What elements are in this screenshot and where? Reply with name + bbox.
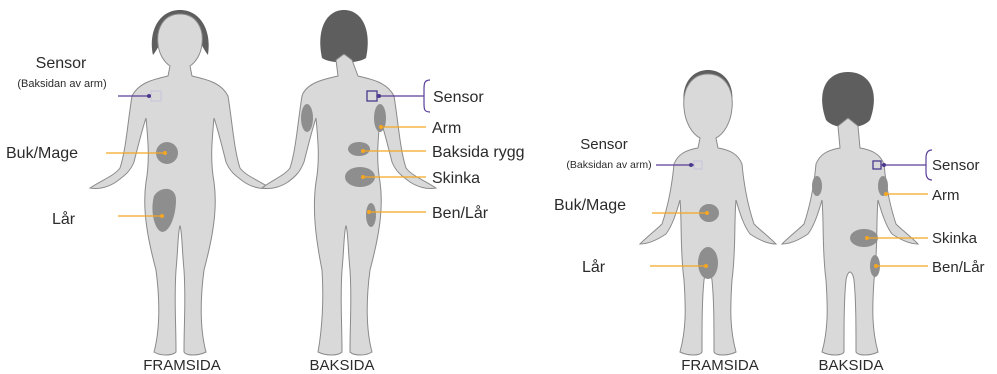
adult-front-abdomen-dot xyxy=(163,151,167,155)
child-front-abdomen-dot xyxy=(705,211,709,215)
adult-front-thigh-dot xyxy=(160,214,164,218)
adult-back-title: BAKSIDA xyxy=(309,357,374,374)
adult-front-sensor-dot xyxy=(147,94,151,98)
adult-back-arm-label: Arm xyxy=(432,120,461,137)
adult-back-sensor-bracket xyxy=(424,80,430,112)
child-front-sensor-dot xyxy=(689,163,693,167)
adult-front-figure xyxy=(90,10,270,355)
child-back-arm-site-left xyxy=(812,176,822,196)
child-back-sensor-label: Sensor xyxy=(932,157,980,174)
adult-front-sensor-sublabel: (Baksidan av arm) xyxy=(17,78,106,90)
adult-front-title: FRAMSIDA xyxy=(143,357,221,374)
adult-front-abdomen-label: Buk/Mage xyxy=(6,145,78,162)
child-back-sensor-dot xyxy=(882,163,886,167)
adult-back-figure xyxy=(262,10,436,355)
adult-front-thigh-label: Lår xyxy=(52,210,76,228)
adult-back-leg-label: Ben/Lår xyxy=(432,204,489,222)
child-front-title: FRAMSIDA xyxy=(681,357,759,374)
adult-back-arm-site-left xyxy=(301,104,313,132)
adult-back-leg-dot xyxy=(367,210,371,214)
adult-back-buttock-dot xyxy=(361,175,365,179)
child-front-thigh-label: Lår xyxy=(582,258,606,276)
adult-back-lowerback-dot xyxy=(361,149,365,153)
adult-back-sensor-dot xyxy=(377,94,381,98)
child-back-arm-label: Arm xyxy=(932,187,960,204)
child-front-figure xyxy=(640,70,776,355)
child-front-abdomen-label: Buk/Mage xyxy=(554,197,626,214)
child-back-figure xyxy=(782,72,932,355)
child-back-buttock-label: Skinka xyxy=(932,230,978,247)
adult-back-lowerback-label: Baksida rygg xyxy=(432,144,525,161)
child-back-leg-label: Ben/Lår xyxy=(932,259,985,276)
adult-back-leg-site xyxy=(366,203,376,227)
child-back-buttock-dot xyxy=(865,236,869,240)
adult-back-body xyxy=(262,54,436,355)
adult-back-sensor-label: Sensor xyxy=(433,89,484,106)
child-back-arm-dot xyxy=(884,192,888,196)
adult-front-body xyxy=(90,14,270,355)
adult-back-buttock-label: Skinka xyxy=(432,170,480,187)
child-back-body xyxy=(782,118,918,355)
child-front-thigh-site xyxy=(698,247,718,279)
adult-back-lowerback-site xyxy=(348,142,370,156)
child-back-leg-dot xyxy=(874,264,878,268)
child-front-thigh-dot xyxy=(704,264,708,268)
child-front-sensor-sublabel: (Baksidan av arm) xyxy=(566,159,651,171)
adult-front-sensor-label: Sensor xyxy=(36,55,87,72)
child-front-sensor-label: Sensor xyxy=(580,136,628,153)
child-back-title: BAKSIDA xyxy=(818,357,883,374)
adult-back-arm-dot xyxy=(379,125,383,129)
